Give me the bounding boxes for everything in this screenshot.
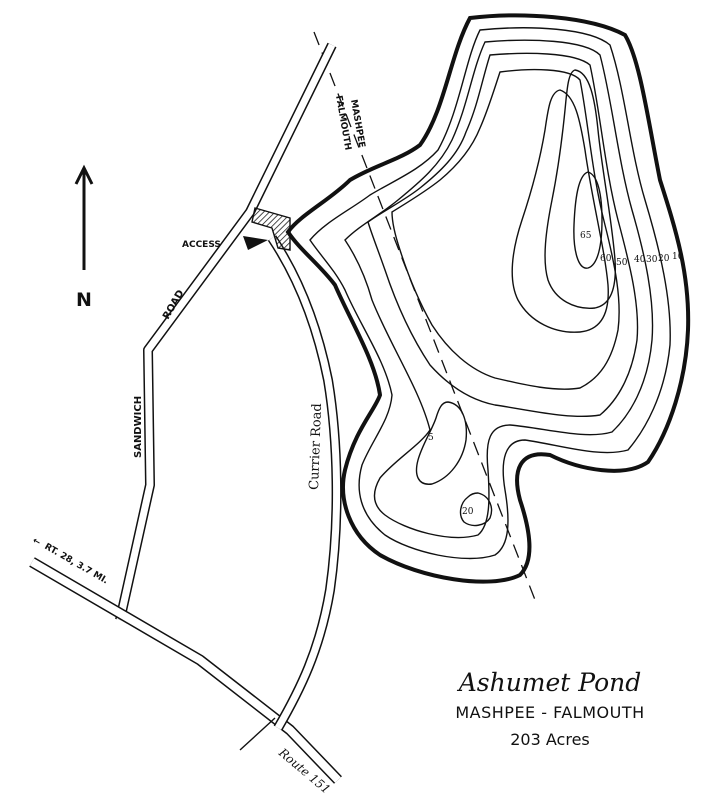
- depth-5: 5: [428, 433, 434, 443]
- contour-30: [367, 52, 639, 418]
- contour-65: [573, 171, 603, 269]
- title-block: Ashumet Pond MASHPEE - FALMOUTH 203 Acre…: [400, 668, 700, 749]
- depth-40: 40: [634, 255, 646, 265]
- sandwich-road: [115, 42, 337, 622]
- currier-road: [267, 235, 342, 731]
- depth-60: 60: [600, 254, 612, 264]
- map-title: Ashumet Pond: [458, 668, 642, 697]
- map-towns: MASHPEE - FALMOUTH: [455, 703, 645, 722]
- depth-50: 50: [616, 258, 628, 268]
- contour-40: [391, 68, 620, 390]
- access-marker-icon: [243, 236, 268, 250]
- north-arrow-icon: [74, 164, 94, 270]
- depth-20-south: 20: [462, 507, 474, 517]
- currier-road-label: Currier Road: [307, 403, 325, 490]
- depth-10: 10: [672, 252, 684, 262]
- route-151: [29, 557, 342, 784]
- access-ramp: [251, 207, 291, 251]
- depth-30: 30: [646, 255, 658, 265]
- sandwich-label: SANDWICH: [133, 396, 144, 458]
- access-label: ACCESS: [182, 240, 221, 250]
- shoreline: [285, 13, 691, 584]
- contour-60: [544, 69, 617, 309]
- depth-65: 65: [580, 231, 592, 241]
- contour-50: [511, 89, 609, 333]
- north-label: N: [76, 289, 92, 311]
- contour-20-basin: [459, 492, 493, 527]
- contour-10: [309, 27, 671, 560]
- map-area: 203 Acres: [510, 730, 590, 749]
- contour-5-basin: [415, 401, 468, 485]
- depth-20: 20: [658, 254, 670, 264]
- rt28-arrow-icon: ←: [31, 536, 43, 549]
- town-line: [313, 31, 538, 606]
